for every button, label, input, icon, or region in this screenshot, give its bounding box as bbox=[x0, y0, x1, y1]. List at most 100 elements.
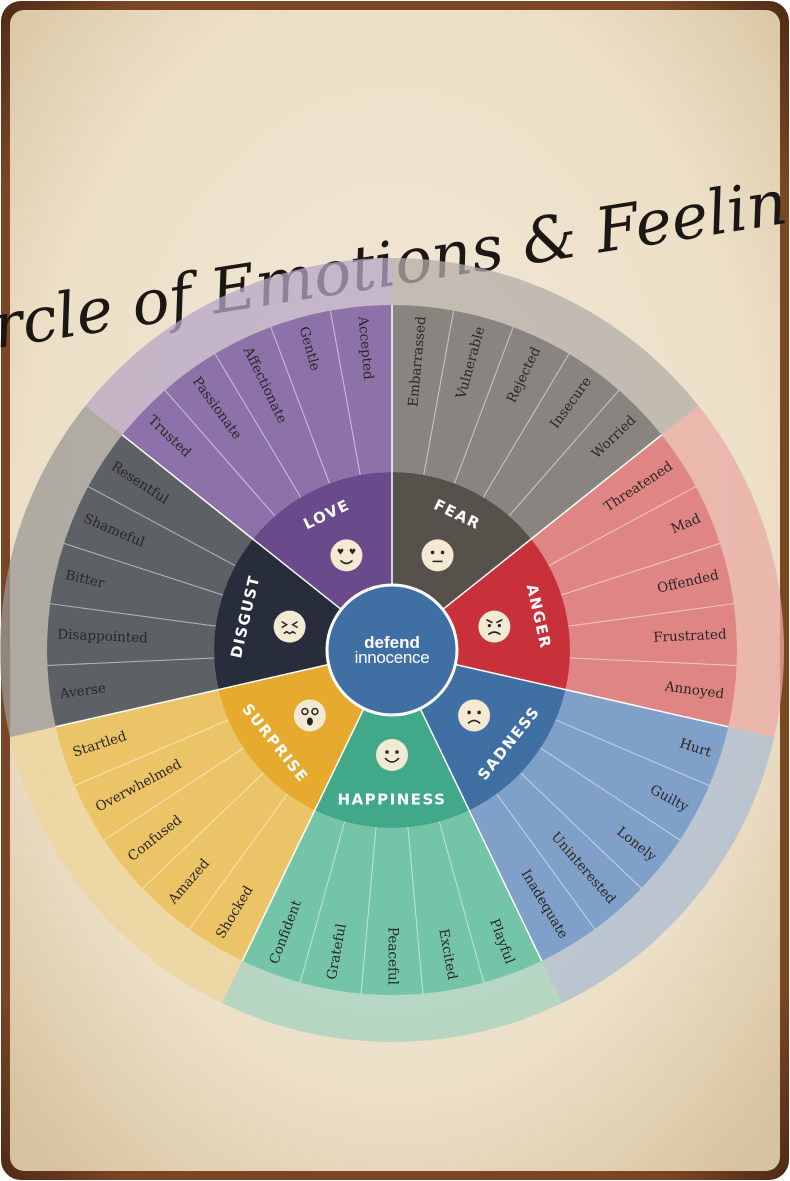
surprised-face-icon bbox=[293, 699, 326, 732]
face-feature bbox=[283, 630, 297, 635]
face-circle bbox=[478, 610, 511, 643]
band-happiness bbox=[221, 960, 563, 1042]
feeling-divider bbox=[569, 657, 737, 666]
feeling-divider bbox=[270, 326, 330, 484]
emotion-label-happiness: HAPPINESS bbox=[338, 791, 447, 809]
face-feature bbox=[291, 620, 299, 629]
feeling-divider bbox=[423, 310, 455, 475]
face-feature bbox=[430, 550, 435, 555]
face-circle bbox=[458, 699, 491, 732]
feeling-divider bbox=[561, 542, 721, 596]
face-feature bbox=[395, 750, 399, 754]
feeling-divider bbox=[164, 389, 276, 517]
band-surprise bbox=[9, 726, 243, 1004]
feelings-ring-fear bbox=[392, 305, 662, 540]
emotion-sector-disgust[interactable] bbox=[214, 539, 342, 690]
feelings-ring-disgust bbox=[47, 434, 253, 727]
face-circle bbox=[376, 739, 408, 771]
feeling-accepted: Accepted bbox=[354, 315, 376, 381]
face-feature: ♥ bbox=[349, 547, 356, 556]
feelings-ring-happiness bbox=[242, 810, 542, 995]
face-feature bbox=[440, 550, 445, 555]
logo-innocence: innocence bbox=[355, 648, 430, 667]
band-disgust bbox=[0, 405, 123, 738]
worried-face-icon bbox=[421, 539, 454, 572]
feeling-divider bbox=[568, 603, 734, 627]
feeling-divider bbox=[299, 821, 346, 983]
face-feature bbox=[385, 750, 389, 754]
sad-face-icon bbox=[458, 699, 491, 732]
feeling-divider bbox=[188, 793, 288, 930]
face-feature bbox=[281, 620, 289, 629]
face-feature bbox=[487, 631, 501, 636]
band-fear bbox=[392, 258, 699, 435]
emotion-sector-love[interactable] bbox=[252, 472, 392, 610]
face-feature bbox=[496, 618, 503, 624]
feeling-peaceful: Peaceful bbox=[385, 927, 401, 985]
feeling-divider bbox=[555, 719, 710, 787]
face-feature bbox=[306, 717, 313, 726]
feeling-divider bbox=[214, 353, 302, 498]
disgusted-face-icon bbox=[273, 610, 306, 643]
face-feature: ♥ bbox=[337, 547, 344, 556]
face-feature bbox=[486, 618, 493, 624]
emotion-sector-fear[interactable] bbox=[392, 472, 532, 610]
emotion-sector-sadness[interactable] bbox=[420, 664, 566, 811]
smiling-face-icon bbox=[376, 739, 408, 771]
feeling-divider bbox=[360, 827, 377, 994]
sector-divider bbox=[442, 434, 663, 611]
face-feature bbox=[384, 757, 400, 763]
feeling-divider bbox=[520, 772, 642, 889]
face-feature bbox=[497, 624, 501, 628]
feeling-disappointed: Disappointed bbox=[57, 626, 149, 646]
feeling-frustrated: Frustrated bbox=[653, 626, 727, 645]
feeling-divider bbox=[540, 747, 681, 841]
face-feature bbox=[477, 710, 481, 715]
face-circle bbox=[293, 699, 326, 732]
face-feature bbox=[467, 719, 481, 725]
feeling-divider bbox=[103, 747, 244, 841]
feeling-averse: Averse bbox=[58, 680, 107, 702]
face-feature bbox=[301, 707, 309, 716]
feeling-divider bbox=[454, 326, 514, 484]
band-sadness bbox=[541, 726, 775, 1004]
face-feature bbox=[487, 624, 491, 628]
angry-face-icon bbox=[478, 610, 511, 643]
face-circle bbox=[273, 610, 306, 643]
feeling-divider bbox=[63, 542, 223, 596]
feeling-divider bbox=[47, 657, 215, 666]
feeling-divider bbox=[407, 827, 424, 994]
feeling-divider bbox=[142, 772, 264, 889]
sector-divider bbox=[121, 434, 342, 611]
band-anger bbox=[661, 405, 784, 738]
sector-divider bbox=[241, 708, 365, 962]
feeling-divider bbox=[496, 793, 596, 930]
feelings-ring-anger bbox=[531, 434, 737, 727]
face-feature bbox=[467, 710, 471, 715]
face-circle bbox=[421, 539, 454, 572]
feelings-ring-love bbox=[122, 305, 393, 540]
feeling-divider bbox=[482, 353, 570, 498]
feelings-ring-surprise bbox=[55, 689, 315, 961]
face-feature bbox=[311, 707, 319, 716]
face-circle bbox=[330, 539, 363, 572]
feeling-divider bbox=[50, 603, 216, 627]
sector-divider bbox=[419, 708, 543, 962]
feeling-divider bbox=[548, 486, 697, 567]
feeling-divider bbox=[87, 486, 236, 567]
band-love bbox=[85, 258, 392, 435]
feeling-divider bbox=[74, 719, 229, 787]
feeling-divider bbox=[438, 821, 485, 983]
feeling-divider bbox=[329, 310, 361, 475]
face-feature bbox=[339, 559, 354, 565]
emotion-sector-surprise[interactable] bbox=[218, 664, 364, 811]
sector-divider bbox=[55, 663, 329, 728]
wheel-hub bbox=[325, 583, 459, 717]
feelings-ring-sadness bbox=[469, 689, 729, 961]
logo-defend: defend bbox=[364, 633, 420, 652]
emotion-sector-anger[interactable] bbox=[442, 539, 571, 690]
feeling-divider bbox=[508, 389, 620, 517]
heart-eyes-face-icon: ♥♥ bbox=[330, 539, 363, 572]
